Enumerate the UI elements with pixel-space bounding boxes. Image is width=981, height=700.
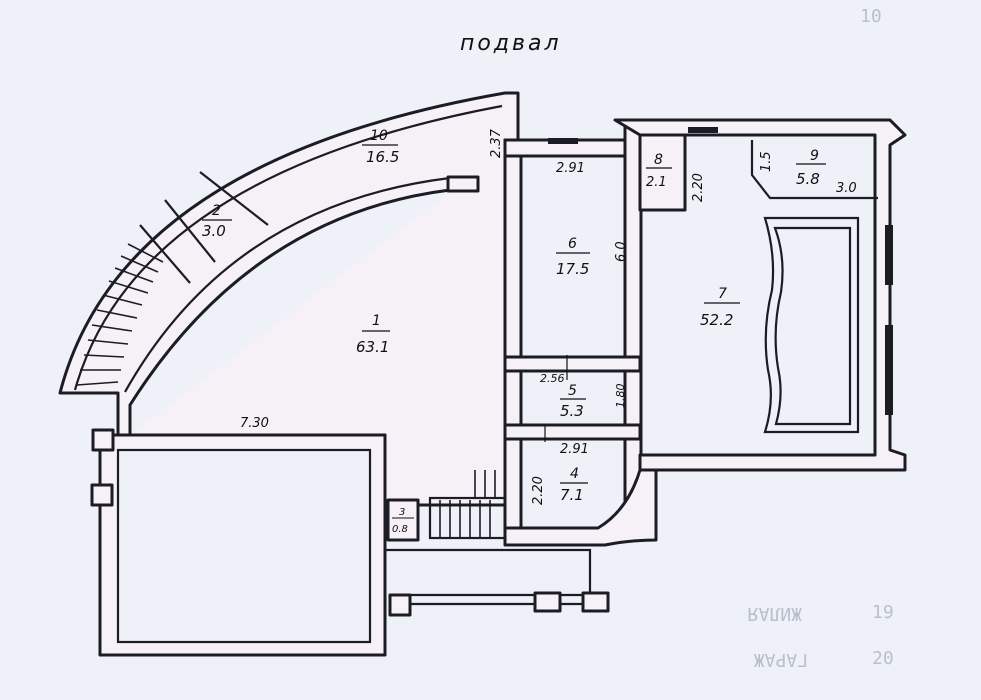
background-marks: 10 19 ЖИЛАЯ 20 ГАРАЖ (748, 6, 894, 670)
dim-2-91-bottom: 2.91 (560, 442, 589, 457)
room-2-number: 2 (212, 203, 221, 219)
stairs-curved (76, 243, 164, 386)
room-3: 3 0.8 (392, 507, 414, 535)
dim-2-20-top: 2.20 (691, 173, 706, 202)
room-6-area: 17.5 (556, 260, 589, 278)
room-4-area: 7.1 (560, 486, 584, 504)
room-1-number: 1 (372, 313, 381, 329)
room-6-number: 6 (568, 236, 577, 252)
dimension-labels: 7.30 2.37 2.91 6.0 2.20 1.5 3.0 2.56 1.8… (240, 128, 857, 505)
room-4-number: 4 (570, 466, 579, 482)
room-9-number: 9 (810, 148, 819, 164)
room-10-area: 16.5 (366, 148, 399, 166)
dim-3-0: 3.0 (836, 181, 857, 196)
dim-1-5: 1.5 (759, 151, 774, 172)
dim-1-80: 1.80 (614, 384, 627, 409)
plan-title: подвал (460, 31, 562, 56)
room-10-number: 10 (370, 128, 388, 144)
stairs-small (428, 470, 507, 540)
dim-2-91-top: 2.91 (556, 161, 585, 176)
bg-row-20-text: ГАРАЖ (754, 649, 808, 670)
room-1-area: 63.1 (356, 338, 389, 356)
room-8: 8 2.1 (646, 152, 672, 190)
room-5-number: 5 (568, 383, 577, 399)
room-9-area: 5.8 (796, 170, 820, 188)
room-10: 10 16.5 (362, 128, 399, 166)
room-5: 5 5.3 (560, 383, 586, 420)
dim-7-30: 7.30 (240, 416, 269, 431)
room-5-area: 5.3 (560, 402, 584, 420)
bg-number-top: 10 (860, 6, 882, 27)
dim-2-20-bottom: 2.20 (531, 476, 546, 505)
dim-2-56: 2.56 (540, 372, 565, 385)
room-labels: 1 63.1 2 3.0 3 0.8 4 7.1 5 5.3 6 17.5 (202, 128, 826, 535)
room-3-area: 0.8 (392, 524, 408, 535)
room-1: 1 63.1 (356, 313, 390, 356)
dim-2-37: 2.37 (489, 128, 504, 158)
room-2: 2 3.0 (202, 203, 232, 240)
room-7-number: 7 (718, 286, 727, 302)
room-3-number: 3 (399, 507, 405, 518)
bg-row-20-number: 20 (872, 648, 894, 669)
room-8-area: 2.1 (646, 175, 667, 190)
room-6: 6 17.5 (556, 236, 590, 278)
room-7: 7 52.2 (700, 286, 740, 329)
room-2-area: 3.0 (202, 222, 226, 240)
dim-6-0: 6.0 (614, 241, 629, 262)
room-9: 9 5.8 (796, 148, 826, 188)
bg-row-19-number: 19 (872, 602, 894, 623)
bg-row-19-text: ЖИЛАЯ (748, 603, 802, 624)
room-7-area: 52.2 (700, 311, 733, 329)
room-8-number: 8 (654, 152, 663, 168)
room-4: 4 7.1 (560, 466, 588, 504)
walls (58, 91, 907, 657)
